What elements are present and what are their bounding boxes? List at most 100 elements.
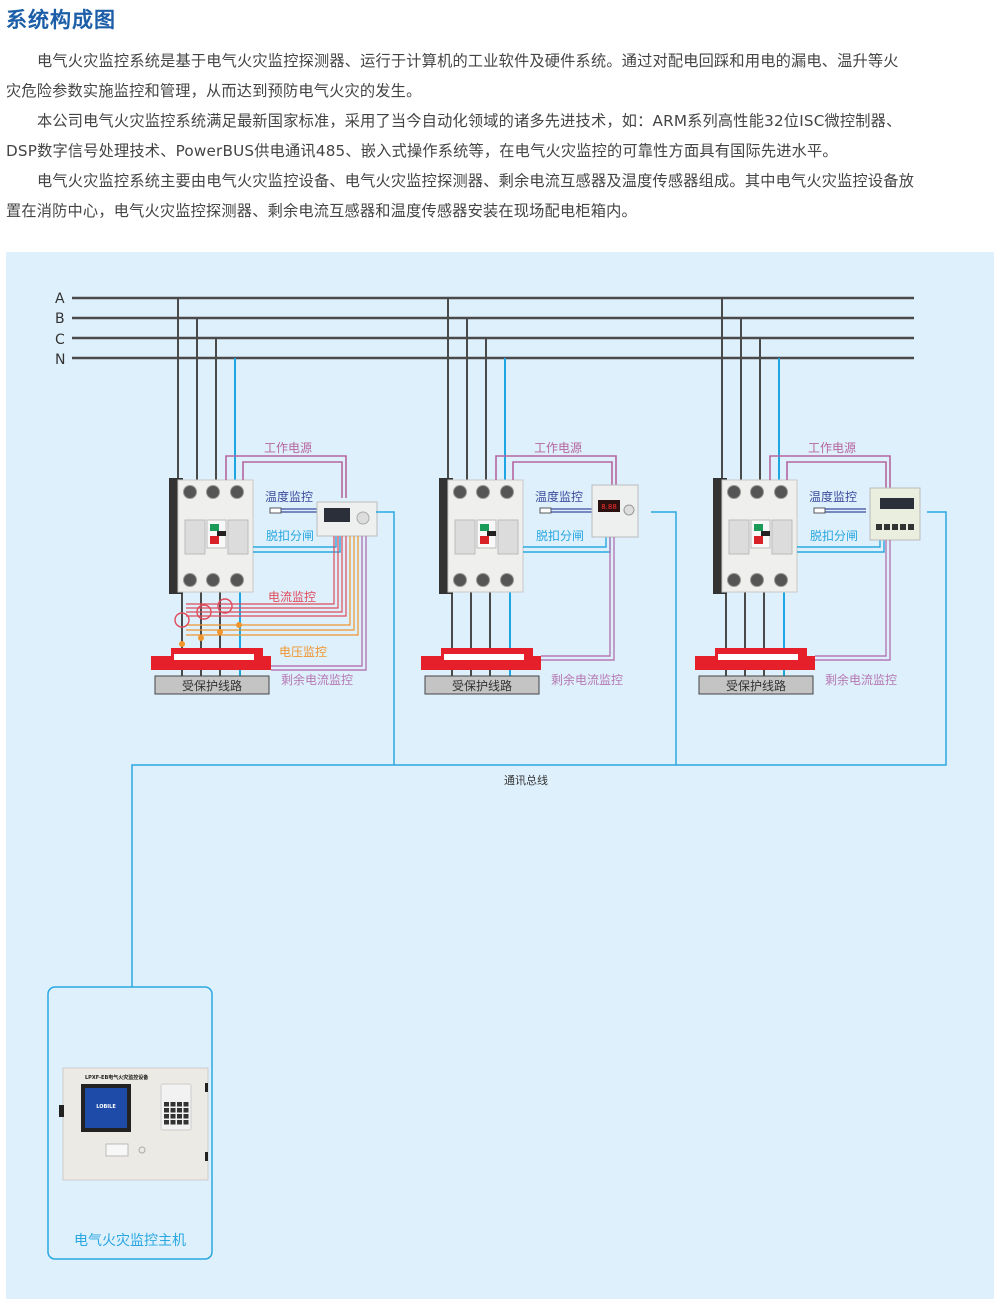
work-power-wire [495,455,617,498]
work-power-wire [225,455,347,498]
keypad-key [177,1108,182,1113]
host-panel-title: LPXF-EB电气火灾监控设备 [85,1074,149,1081]
terminal-hole [727,573,741,587]
current-monitor-wire [186,536,347,617]
work-power-wire [769,455,891,498]
detector-key [900,524,906,530]
ct-window [444,654,524,660]
comm-bus [131,511,947,987]
keypad-key [183,1102,189,1107]
keypad-key [183,1120,189,1125]
protected-line-box [154,675,270,695]
residual-wire [541,537,615,661]
temp-monitor-label: 温度监控 [809,489,857,504]
protected-line-box [424,675,540,695]
terminal-hole [750,485,764,499]
detector-display [598,500,620,512]
detector-display-text: 8.88 [601,503,617,511]
current-monitor-wire [186,536,339,609]
residual-wire [541,537,611,657]
terminal-hole [476,485,490,499]
work-power-wire [512,461,613,498]
host-screen [85,1088,127,1128]
host-latch [205,1083,208,1092]
terminal-hole [750,573,764,587]
breaker-label-plate [184,519,206,555]
host-printer [105,1143,129,1157]
keypad-key [183,1114,189,1119]
paragraph-2: 本公司电气火灾监控系统满足最新国家标准，采用了当今自动化领域的诸多先进技术，如：… [6,106,996,166]
breaker-handle [217,531,226,536]
bus-label-b: B [55,311,65,327]
residual-monitor-label: 剩余电流监控 [551,672,623,687]
keypad-key [170,1120,176,1125]
keypad-key [164,1114,169,1119]
keypad-key [177,1120,182,1125]
voltage-tap-dot [198,635,204,641]
current-transformer-ring [217,598,233,614]
work-power-label: 工作电源 [534,441,582,455]
comm-bus-main [131,511,947,987]
terminal-hole [206,485,220,499]
keypad-key [164,1108,169,1113]
protected-line-label: 受保护线路 [452,678,512,693]
trip-wire [253,532,341,553]
keypad-key [170,1108,176,1113]
breaker-label-plate [454,519,476,555]
terminal-hole [500,573,514,587]
work-power-wire [786,461,887,498]
keypad-key [170,1102,176,1107]
residual-wire [271,536,367,671]
paragraph-1: 电气火灾监控系统是基于电气火灾监控探测器、运行于计算机的工业软件及硬件系统。通过… [6,46,996,106]
keypad-key [177,1102,182,1107]
page-title: 系统构成图 [6,8,116,32]
keypad-key [183,1108,189,1113]
terminal-hole [727,485,741,499]
detector-nav-pad [356,511,370,525]
comm-bus-label: 通讯总线 [504,773,548,787]
detector-display [324,508,350,522]
current-monitor-label: 电流监控 [268,590,316,604]
terminal-hole [500,485,514,499]
unit-3: 工作电源温度监控脱扣分闸受保护线路剩余电流监控 [695,298,921,695]
temp-monitor-label: 温度监控 [535,489,583,504]
breaker-label-plate [227,519,249,555]
voltage-tap-dot [236,622,242,628]
terminal-hole [230,485,244,499]
system-diagram: A B C N 工作电源温度监控脱扣分闸受保护线路剩余电流监控电流监控电压监控工… [6,252,994,1299]
on-indicator [754,536,763,544]
temp-sensor-icon [813,507,826,514]
bus-bars: A B C N [55,291,914,368]
terminal-hole [774,573,788,587]
paragraph-line: 本公司电气火灾监控系统满足最新国家标准，采用了当今自动化领域的诸多先进技术，如：… [37,112,902,130]
terminal-hole [774,485,788,499]
voltage-monitor-wire [186,536,355,631]
protected-line-label: 受保护线路 [182,678,242,693]
detector-key [876,524,882,530]
host-hinge [59,1105,64,1117]
work-power-label: 工作电源 [264,441,312,455]
host-screen-brand: LOBILE [96,1104,116,1110]
trip-wire [253,532,337,548]
terminal-hole [230,573,244,587]
on-indicator [480,536,489,544]
ct-window [718,654,798,660]
off-indicator [210,524,219,531]
residual-wire [271,536,363,667]
current-transformer-ring [196,604,212,620]
comm-bus-drop-2 [651,511,677,765]
current-transformer-ring [174,612,190,628]
paragraph-line: 置在消防中心，电气火灾监控探测器、剩余电流互感器和温度传感器安装在现场配电柜箱内… [6,202,637,220]
bus-label-c: C [55,332,65,348]
terminal-hole [476,573,490,587]
trip-label: 脱扣分闸 [266,528,314,543]
breaker-handle [761,531,770,536]
voltage-monitor-wire [186,536,359,636]
residual-monitor-label: 剩余电流监控 [281,672,353,687]
voltage-tap-dot [179,641,185,647]
on-indicator [210,536,219,544]
terminal-hole [453,485,467,499]
breaker-label-plate [771,519,793,555]
comm-bus-drop-1 [376,511,395,765]
host-keys [164,1102,189,1125]
